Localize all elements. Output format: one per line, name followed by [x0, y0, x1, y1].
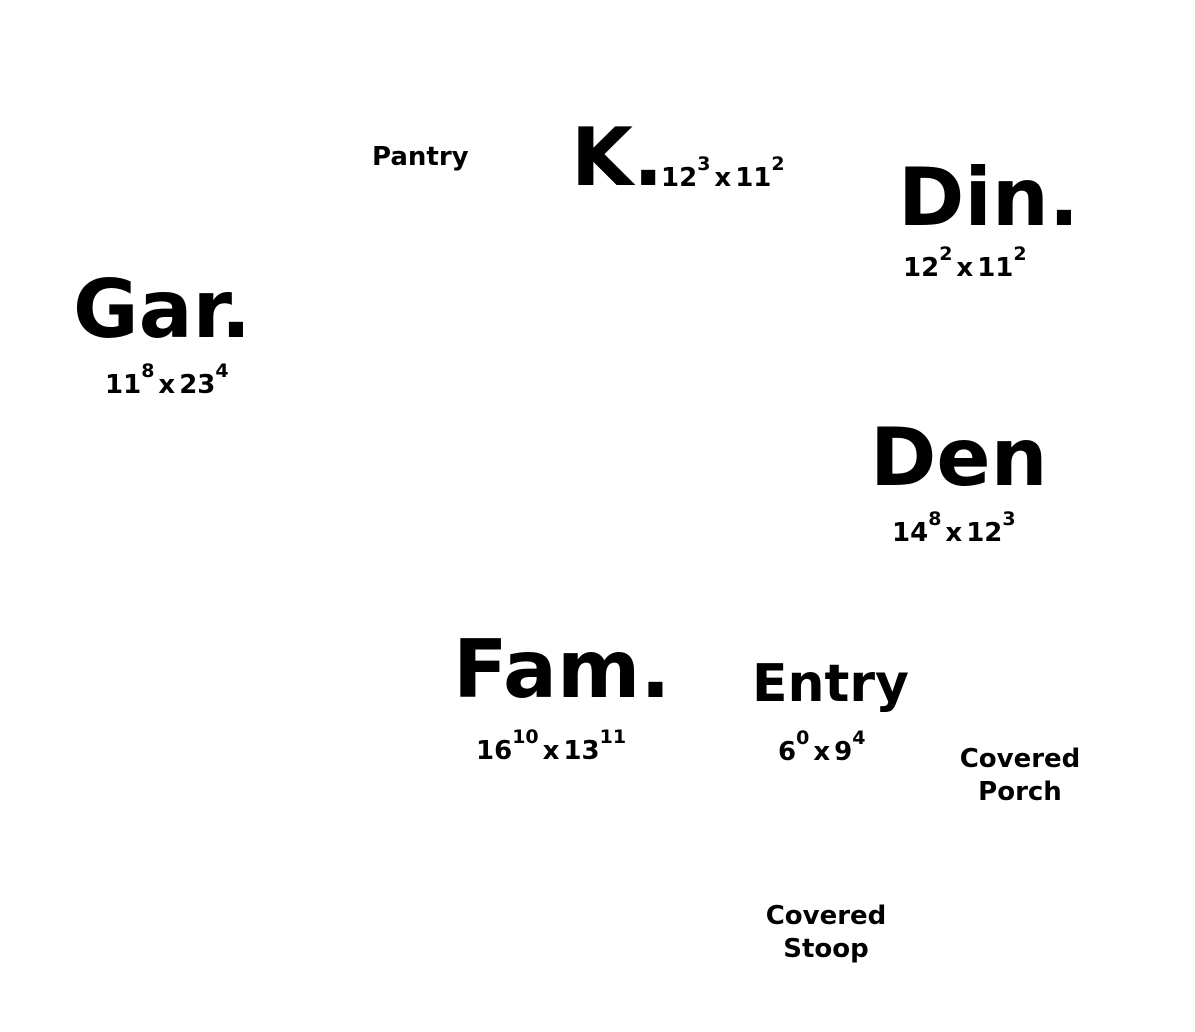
entry-dim-separator: x	[813, 737, 831, 767]
garage-label: Gar.	[73, 263, 252, 356]
family-dim-b: 13	[563, 736, 600, 766]
den-dim-b: 12	[966, 518, 1003, 548]
entry-dim-b-inches: 4	[852, 727, 866, 750]
kitchen-dim-a-inches: 3	[697, 153, 711, 176]
family-dim-b-inches: 11	[599, 726, 627, 749]
family-dim-a: 16	[476, 736, 513, 766]
family-label: Fam.	[453, 623, 671, 716]
entry-label: Entry	[752, 654, 909, 714]
entry-dim-a-inches: 0	[796, 727, 810, 750]
kitchen-dim-b-inches: 2	[771, 153, 785, 176]
kitchen-dim-separator: x	[714, 163, 732, 193]
dining-dim-a: 12	[903, 253, 940, 283]
garage-dim-b: 23	[179, 370, 216, 400]
den-dim-b-inches: 3	[1002, 508, 1016, 531]
den-label: Den	[870, 411, 1048, 504]
garage-dim-a: 11	[105, 370, 142, 400]
garage-dim-a-inches: 8	[141, 360, 155, 383]
kitchen-label: K.	[571, 111, 664, 204]
entry-dim-a: 6	[778, 737, 797, 767]
dining-dim-a-inches: 2	[939, 243, 953, 266]
covered-porch-label: Covered Porch	[955, 743, 1085, 809]
garage-dim-b-inches: 4	[215, 360, 229, 383]
kitchen-dim-a: 12	[661, 163, 698, 193]
entry-dim-b: 9	[834, 737, 853, 767]
den-dim-separator: x	[945, 518, 963, 548]
garage-dim-separator: x	[158, 370, 176, 400]
pantry-label: Pantry	[372, 142, 469, 172]
covered-porch-line1: Covered	[959, 744, 1081, 774]
family-dim-separator: x	[542, 736, 560, 766]
covered-porch-line2: Porch	[978, 777, 1062, 807]
dining-label: Din.	[898, 151, 1080, 244]
kitchen-dim-b: 11	[735, 163, 772, 193]
covered-stoop-line2: Stoop	[783, 934, 869, 964]
covered-stoop-line1: Covered	[765, 901, 887, 931]
den-dim-a-inches: 8	[928, 508, 942, 531]
dining-dim-separator: x	[956, 253, 974, 283]
den-dim-a: 14	[892, 518, 929, 548]
dining-dim-b-inches: 2	[1013, 243, 1027, 266]
covered-stoop-label: Covered Stoop	[761, 900, 891, 966]
family-dim-a-inches: 10	[512, 726, 539, 749]
dining-dim-b: 11	[977, 253, 1014, 283]
